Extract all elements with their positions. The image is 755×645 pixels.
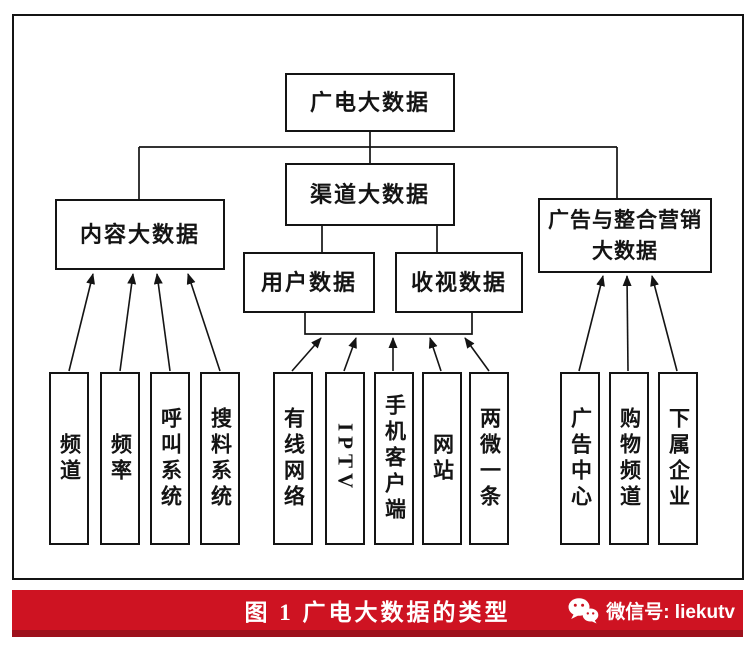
source-box-label: 手机客户端 xyxy=(382,393,407,524)
source-box-label: 搜料系统 xyxy=(208,406,233,511)
node-channel-bigdata: 渠道大数据 xyxy=(285,163,455,226)
source-box-label: 下属企业 xyxy=(666,406,691,511)
source-box-label: 频率 xyxy=(108,432,133,485)
source-box: 手机客户端 xyxy=(374,372,414,545)
node-content-label: 内容大数据 xyxy=(79,221,200,247)
source-box: IPTV xyxy=(325,372,365,545)
source-box: 广告中心 xyxy=(560,372,600,545)
source-box-label: IPTV xyxy=(333,423,358,494)
node-root: 广电大数据 xyxy=(285,73,455,132)
source-box: 频道 xyxy=(49,372,89,545)
source-box-label: 有线网络 xyxy=(281,406,306,511)
node-channel-label: 渠道大数据 xyxy=(309,181,430,207)
source-box-label: 网站 xyxy=(430,432,455,485)
source-box-label: 两微一条 xyxy=(477,406,502,511)
source-box: 购物频道 xyxy=(609,372,649,545)
node-content-bigdata: 内容大数据 xyxy=(55,199,225,270)
source-box-label: 频道 xyxy=(57,432,82,485)
source-box-label: 广告中心 xyxy=(568,406,593,511)
source-box-label: 购物频道 xyxy=(617,406,642,511)
source-box: 网站 xyxy=(422,372,462,545)
source-box-label: 呼叫系统 xyxy=(158,406,183,511)
tree-connectors xyxy=(138,132,618,335)
node-user-label: 用户数据 xyxy=(260,269,357,295)
caption-bar: 图 1 广电大数据的类型 微信号: liekutv xyxy=(12,590,743,637)
source-box: 搜料系统 xyxy=(200,372,240,545)
node-viewing-label: 收视数据 xyxy=(410,269,507,295)
wechat-icon xyxy=(568,597,599,623)
diagram-frame xyxy=(12,14,744,580)
source-box: 呼叫系统 xyxy=(150,372,190,545)
wechat-id-label: 微信号: liekutv xyxy=(606,601,735,623)
source-box: 两微一条 xyxy=(469,372,509,545)
node-viewing-data: 收视数据 xyxy=(395,252,523,313)
wechat-badge: 微信号: liekutv xyxy=(568,590,735,630)
figure-caption: 图 1 广电大数据的类型 xyxy=(244,600,511,625)
node-advertising-label-line1: 广告与整合营销 xyxy=(548,208,702,233)
node-advertising-label-line2: 大数据 xyxy=(592,238,658,263)
node-advertising-bigdata: 广告与整合营销 大数据 xyxy=(538,198,712,273)
source-arrows xyxy=(68,273,678,372)
source-box: 下属企业 xyxy=(658,372,698,545)
source-box: 频率 xyxy=(100,372,140,545)
node-root-label: 广电大数据 xyxy=(309,89,430,115)
source-box: 有线网络 xyxy=(273,372,313,545)
node-user-data: 用户数据 xyxy=(243,252,375,313)
